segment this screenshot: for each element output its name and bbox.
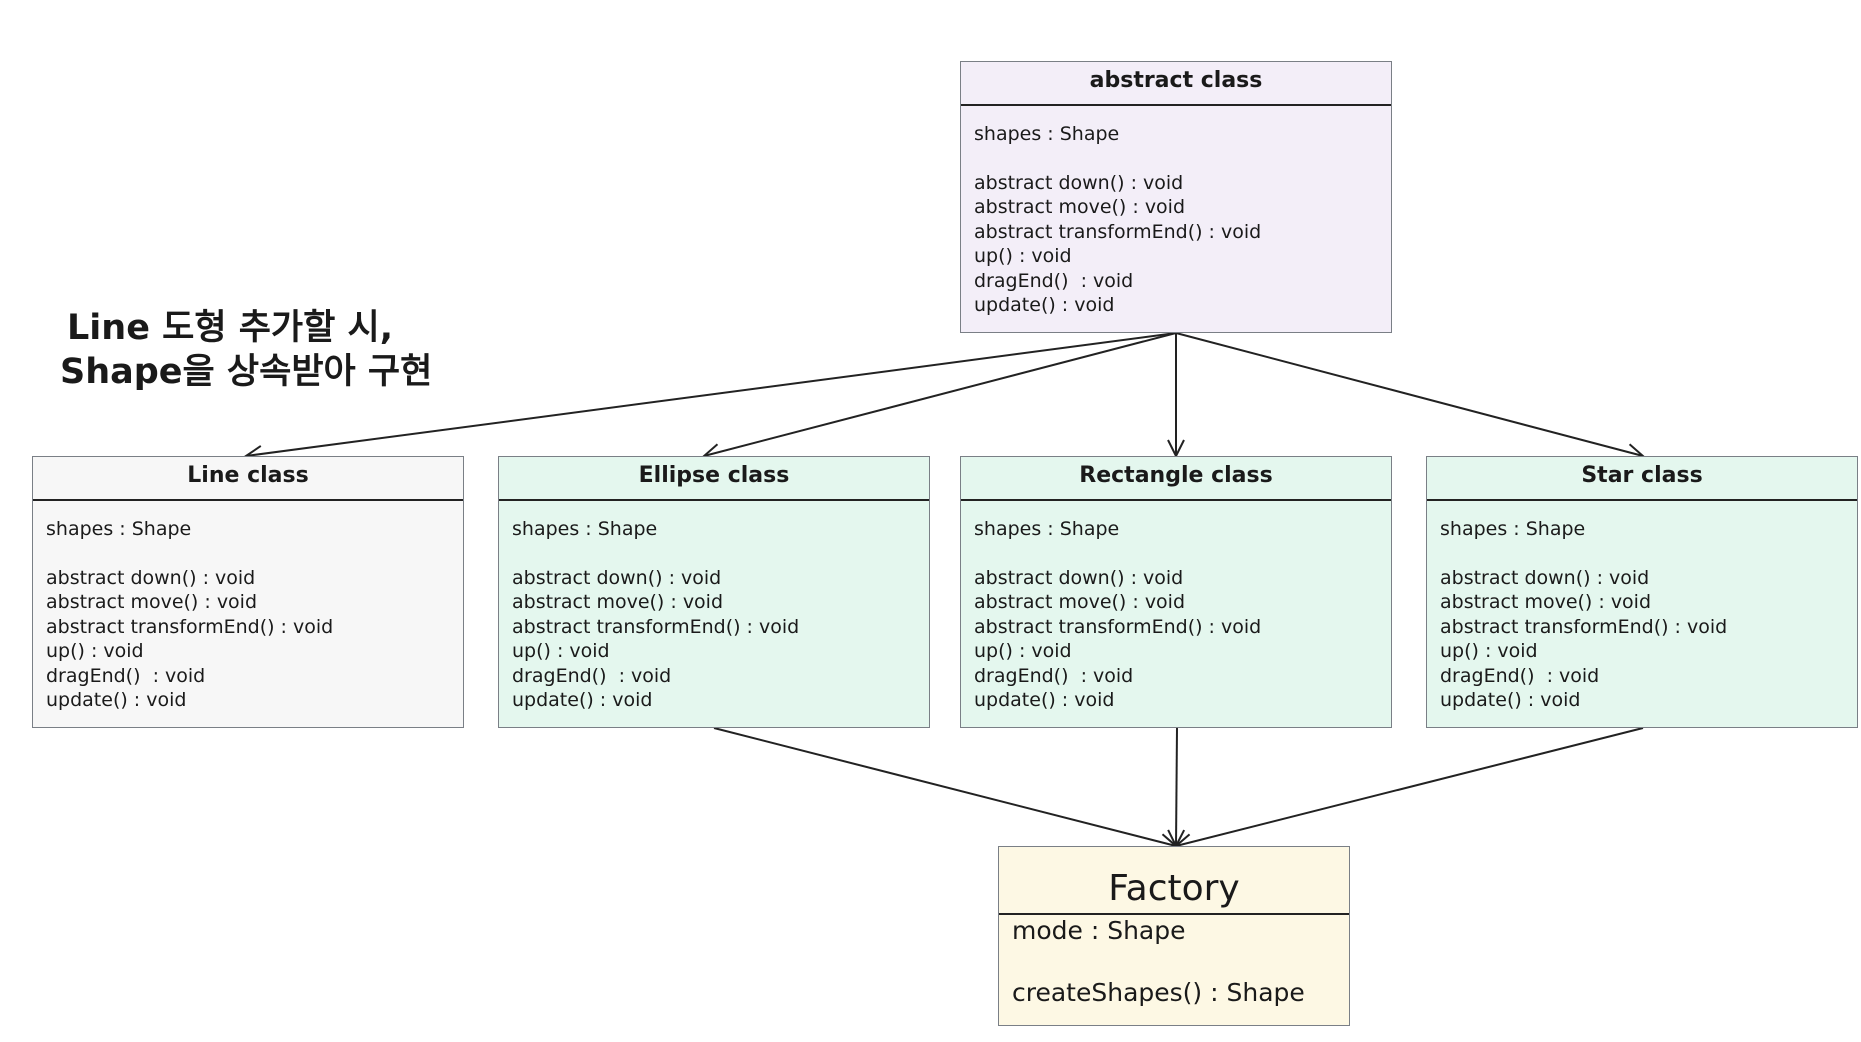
class-attribute: shapes : Shape xyxy=(46,518,192,540)
factory-class-box: Factory mode : Shape createShapes() : Sh… xyxy=(998,846,1350,1026)
class-method: dragEnd() : void xyxy=(512,664,672,687)
class-method: up() : void xyxy=(974,245,1072,267)
class-method: abstract down() : void xyxy=(46,566,256,589)
class-method: up() : void xyxy=(46,640,144,662)
class-method: update() : void xyxy=(1440,689,1581,711)
class-method: abstract transformEnd() : void xyxy=(1440,615,1728,638)
class-attribute: shapes : Shape xyxy=(974,518,1120,540)
class-method: abstract move() : void xyxy=(512,591,724,613)
class-method: update() : void xyxy=(974,294,1115,316)
class-title: abstract class xyxy=(961,62,1391,106)
class-method: dragEnd() : void xyxy=(1440,664,1600,687)
arrow-abstract-to-star xyxy=(1175,332,1643,456)
class-method: up() : void xyxy=(1440,640,1538,662)
note-line-2: Shape을 상속받아 구현 xyxy=(60,352,433,392)
class-method: abstract move() : void xyxy=(974,196,1186,218)
arrow-rectangle-to-factory xyxy=(1176,727,1177,846)
class-method: up() : void xyxy=(974,640,1072,662)
class-title: Rectangle class xyxy=(961,457,1391,501)
abstract-class-box: abstract class shapes : Shape abstract d… xyxy=(960,61,1392,333)
rectangle-class-box: Rectangle class shapes : Shape abstract … xyxy=(960,456,1392,728)
class-attribute: shapes : Shape xyxy=(974,123,1120,145)
class-method: abstract transformEnd() : void xyxy=(974,615,1262,638)
class-method: abstract down() : void xyxy=(974,171,1184,194)
class-title: Factory xyxy=(999,847,1349,915)
class-method: dragEnd() : void xyxy=(46,664,206,687)
class-method: abstract down() : void xyxy=(974,566,1184,589)
arrow-abstract-to-ellipse xyxy=(704,332,1177,456)
class-method: abstract transformEnd() : void xyxy=(512,615,800,638)
class-method: abstract move() : void xyxy=(1440,591,1652,613)
class-method: update() : void xyxy=(512,689,653,711)
star-class-box: Star class shapes : Shape abstract down(… xyxy=(1426,456,1858,728)
class-attribute: shapes : Shape xyxy=(512,518,658,540)
class-method: dragEnd() : void xyxy=(974,269,1134,292)
design-note: Line 도형 추가할 시,Shape을 상속받아 구현 xyxy=(60,306,433,394)
ellipse-class-box: Ellipse class shapes : Shape abstract do… xyxy=(498,456,930,728)
class-method: abstract transformEnd() : void xyxy=(46,615,334,638)
class-method: abstract transformEnd() : void xyxy=(974,220,1262,243)
class-method: abstract move() : void xyxy=(974,591,1186,613)
class-method: abstract down() : void xyxy=(512,566,722,589)
arrow-star-to-factory xyxy=(1176,727,1644,846)
class-title: Star class xyxy=(1427,457,1857,501)
class-method: dragEnd() : void xyxy=(974,664,1134,687)
class-method: abstract down() : void xyxy=(1440,566,1650,589)
class-method: update() : void xyxy=(974,689,1115,711)
class-method: createShapes() : Shape xyxy=(1012,978,1305,1007)
note-line-1: Line 도형 추가할 시, xyxy=(66,308,393,348)
class-title: Ellipse class xyxy=(499,457,929,501)
class-method: up() : void xyxy=(512,640,610,662)
class-attribute: mode : Shape xyxy=(1012,916,1186,945)
class-attribute: shapes : Shape xyxy=(1440,518,1586,540)
class-method: update() : void xyxy=(46,689,187,711)
class-title: Line class xyxy=(33,457,463,501)
class-method: abstract move() : void xyxy=(46,591,258,613)
arrow-ellipse-to-factory xyxy=(713,727,1176,846)
line-class-box: Line class shapes : Shape abstract down(… xyxy=(32,456,464,728)
